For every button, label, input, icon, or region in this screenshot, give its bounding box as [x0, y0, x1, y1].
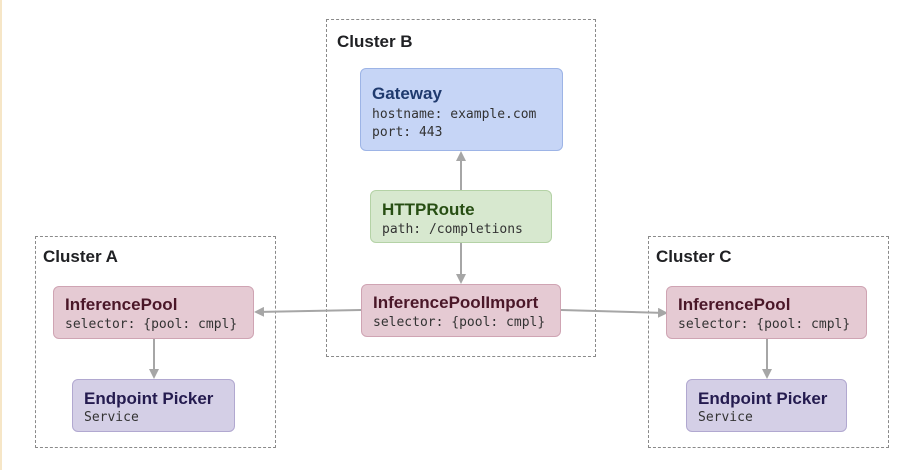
endpoint-picker-a-title: Endpoint Picker	[84, 389, 214, 408]
endpoint-picker-a-kind: Service	[84, 410, 139, 425]
cluster-b	[326, 19, 596, 357]
inference-pool-a-title: InferencePool	[65, 295, 178, 314]
cluster-c	[648, 236, 889, 448]
edge-pool-import-to-pool-c	[560, 307, 668, 318]
inference-pool-import-node[interactable]: InferencePoolImport selector: {pool: cmp…	[361, 284, 561, 337]
cluster-a-title: Cluster A	[43, 247, 118, 266]
httproute-title: HTTPRoute	[382, 200, 475, 219]
inference-pool-import-title: InferencePoolImport	[373, 293, 539, 312]
endpoint-picker-a-node[interactable]: Endpoint Picker Service	[72, 379, 235, 432]
inference-pool-c-selector: selector: {pool: cmpl}	[678, 317, 851, 332]
gateway-title: Gateway	[372, 84, 442, 103]
gateway-node[interactable]: Gateway hostname: example.com port: 443	[360, 68, 563, 151]
cluster-b-title: Cluster B	[337, 32, 413, 51]
cluster-a	[35, 236, 276, 448]
inference-pool-import-selector: selector: {pool: cmpl}	[373, 315, 546, 330]
inference-pool-a-node[interactable]: InferencePool selector: {pool: cmpl}	[53, 286, 254, 339]
cluster-c-title: Cluster C	[656, 247, 732, 266]
endpoint-picker-c-title: Endpoint Picker	[698, 389, 828, 408]
endpoint-picker-c-kind: Service	[698, 410, 753, 425]
edge-pool-import-to-pool-a	[254, 306, 362, 317]
gateway-hostname: hostname: example.com	[372, 107, 537, 122]
httproute-path: path: /completions	[382, 222, 523, 237]
endpoint-picker-c-node[interactable]: Endpoint Picker Service	[686, 379, 847, 432]
inference-pool-c-title: InferencePool	[678, 295, 791, 314]
inference-pool-a-selector: selector: {pool: cmpl}	[65, 317, 238, 332]
left-edge-strip	[0, 0, 2, 470]
inference-pool-c-node[interactable]: InferencePool selector: {pool: cmpl}	[666, 286, 867, 339]
gateway-port: port: 443	[372, 125, 443, 140]
httproute-node[interactable]: HTTPRoute path: /completions	[370, 190, 552, 243]
